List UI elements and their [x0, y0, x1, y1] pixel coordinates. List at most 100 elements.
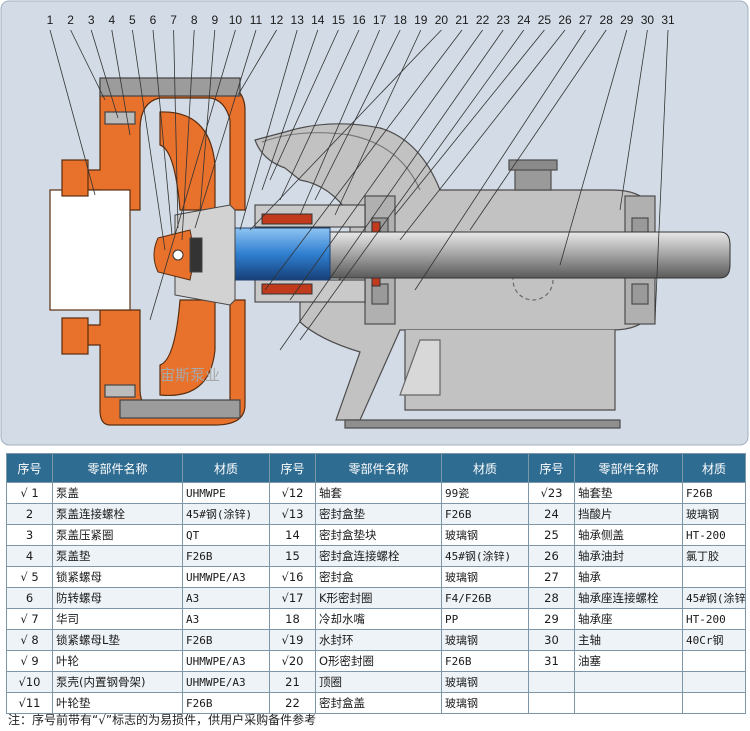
part-name: 密封盒连接螺栓: [315, 545, 442, 567]
part-number: 25: [528, 524, 575, 546]
part-material: F26B: [441, 650, 529, 672]
part-name: 主轴: [574, 629, 683, 651]
part-number: 4: [6, 545, 53, 567]
part-material: 玻璃钢: [441, 524, 529, 546]
part-name: O形密封圈: [315, 650, 442, 672]
part-name: 冷却水嘴: [315, 608, 442, 630]
callout-number: 28: [600, 13, 614, 27]
part-material: 45#钢(涂锌): [441, 545, 529, 567]
part-name: 水封环: [315, 629, 442, 651]
callout-number: 4: [108, 13, 115, 27]
main-shaft: [239, 231, 731, 279]
callout-number: 22: [476, 13, 490, 27]
part-number: 31: [528, 650, 575, 672]
header-no-3: 序号: [528, 453, 575, 483]
callout-number: 23: [497, 13, 511, 27]
part-number: 18: [269, 608, 316, 630]
callout-leader-line: [269, 29, 339, 181]
callout-leader-line: [239, 29, 298, 231]
callout-leader-line: [414, 29, 586, 291]
part-name: 密封盒垫: [315, 503, 442, 525]
part-material: UHMWPE/A3: [182, 671, 270, 693]
part-number: √12: [269, 482, 316, 504]
header-name-2: 零部件名称: [315, 453, 442, 483]
callout-number: 25: [538, 13, 552, 27]
part-number: √10: [6, 671, 53, 693]
part-name: 挡酸片: [574, 503, 683, 525]
callout-leader-line: [70, 29, 106, 101]
callout-leader-line: [399, 29, 566, 241]
part-name: 泵盖: [52, 482, 183, 504]
part-name: 密封盒盖: [315, 692, 442, 714]
callout-number: 26: [558, 13, 572, 27]
part-name: 顶圈: [315, 671, 442, 693]
header-material-1: 材质: [182, 453, 270, 483]
part-material: PP: [441, 608, 529, 630]
part-name: 轴承座连接螺栓: [574, 587, 683, 609]
part-name: 锁紧螺母L垫: [52, 629, 183, 651]
part-material: HT-200: [682, 524, 746, 546]
part-material: [682, 692, 746, 714]
part-name: 防转螺母: [52, 587, 183, 609]
part-material: 玻璃钢: [441, 692, 529, 714]
part-material: UHMWPE/A3: [182, 650, 270, 672]
part-number: 27: [528, 566, 575, 588]
part-name: 轴套: [315, 482, 442, 504]
callout-leader-line: [289, 29, 483, 301]
part-name: 轴承: [574, 566, 683, 588]
part-material: F26B: [441, 503, 529, 525]
callout-leader-line: [49, 29, 96, 196]
callout-leader-line: [469, 29, 607, 231]
callout-number: 18: [394, 13, 408, 27]
part-number: √20: [269, 650, 316, 672]
callout-number: 16: [352, 13, 366, 27]
callout-number: 29: [620, 13, 634, 27]
header-no-1: 序号: [6, 453, 53, 483]
part-material: F4/F26B: [441, 587, 529, 609]
header-name-3: 零部件名称: [574, 453, 683, 483]
callout-number: 14: [311, 13, 325, 27]
part-number: √ 5: [6, 566, 53, 588]
part-number: [528, 671, 575, 693]
part-number: 2: [6, 503, 53, 525]
part-material: A3: [182, 608, 270, 630]
pump-casing: [49, 77, 246, 426]
part-name: 华司: [52, 608, 183, 630]
part-material: 玻璃钢: [441, 566, 529, 588]
part-material: 45#钢(涂锌): [682, 587, 746, 609]
part-name: 油塞: [574, 650, 683, 672]
callout-leader-line: [199, 29, 216, 211]
part-material: F26B: [182, 629, 270, 651]
callout-leader-line: [173, 29, 179, 229]
part-name: 轴承座: [574, 608, 683, 630]
part-material: A3: [182, 587, 270, 609]
header-material-3: 材质: [682, 453, 746, 483]
part-name: 叶轮: [52, 650, 183, 672]
callout-number: 20: [435, 13, 449, 27]
callout-leader-line: [261, 29, 319, 191]
part-number: 28: [528, 587, 575, 609]
callout-leader-line: [194, 29, 257, 229]
part-number: 29: [528, 608, 575, 630]
part-material: 玻璃钢: [441, 629, 529, 651]
part-number: √11: [6, 692, 53, 714]
callout-number: 5: [129, 13, 136, 27]
part-material: UHMWPE/A3: [182, 566, 270, 588]
part-number: √16: [269, 566, 316, 588]
callout-number: 19: [414, 13, 428, 27]
callout-leader-line: [152, 29, 173, 236]
callout-leader-line: [237, 29, 277, 96]
part-name: 泵盖连接螺栓: [52, 503, 183, 525]
part-number: √ 7: [6, 608, 53, 630]
part-material: 玻璃钢: [682, 503, 746, 525]
callout-leader-line: [654, 29, 669, 321]
